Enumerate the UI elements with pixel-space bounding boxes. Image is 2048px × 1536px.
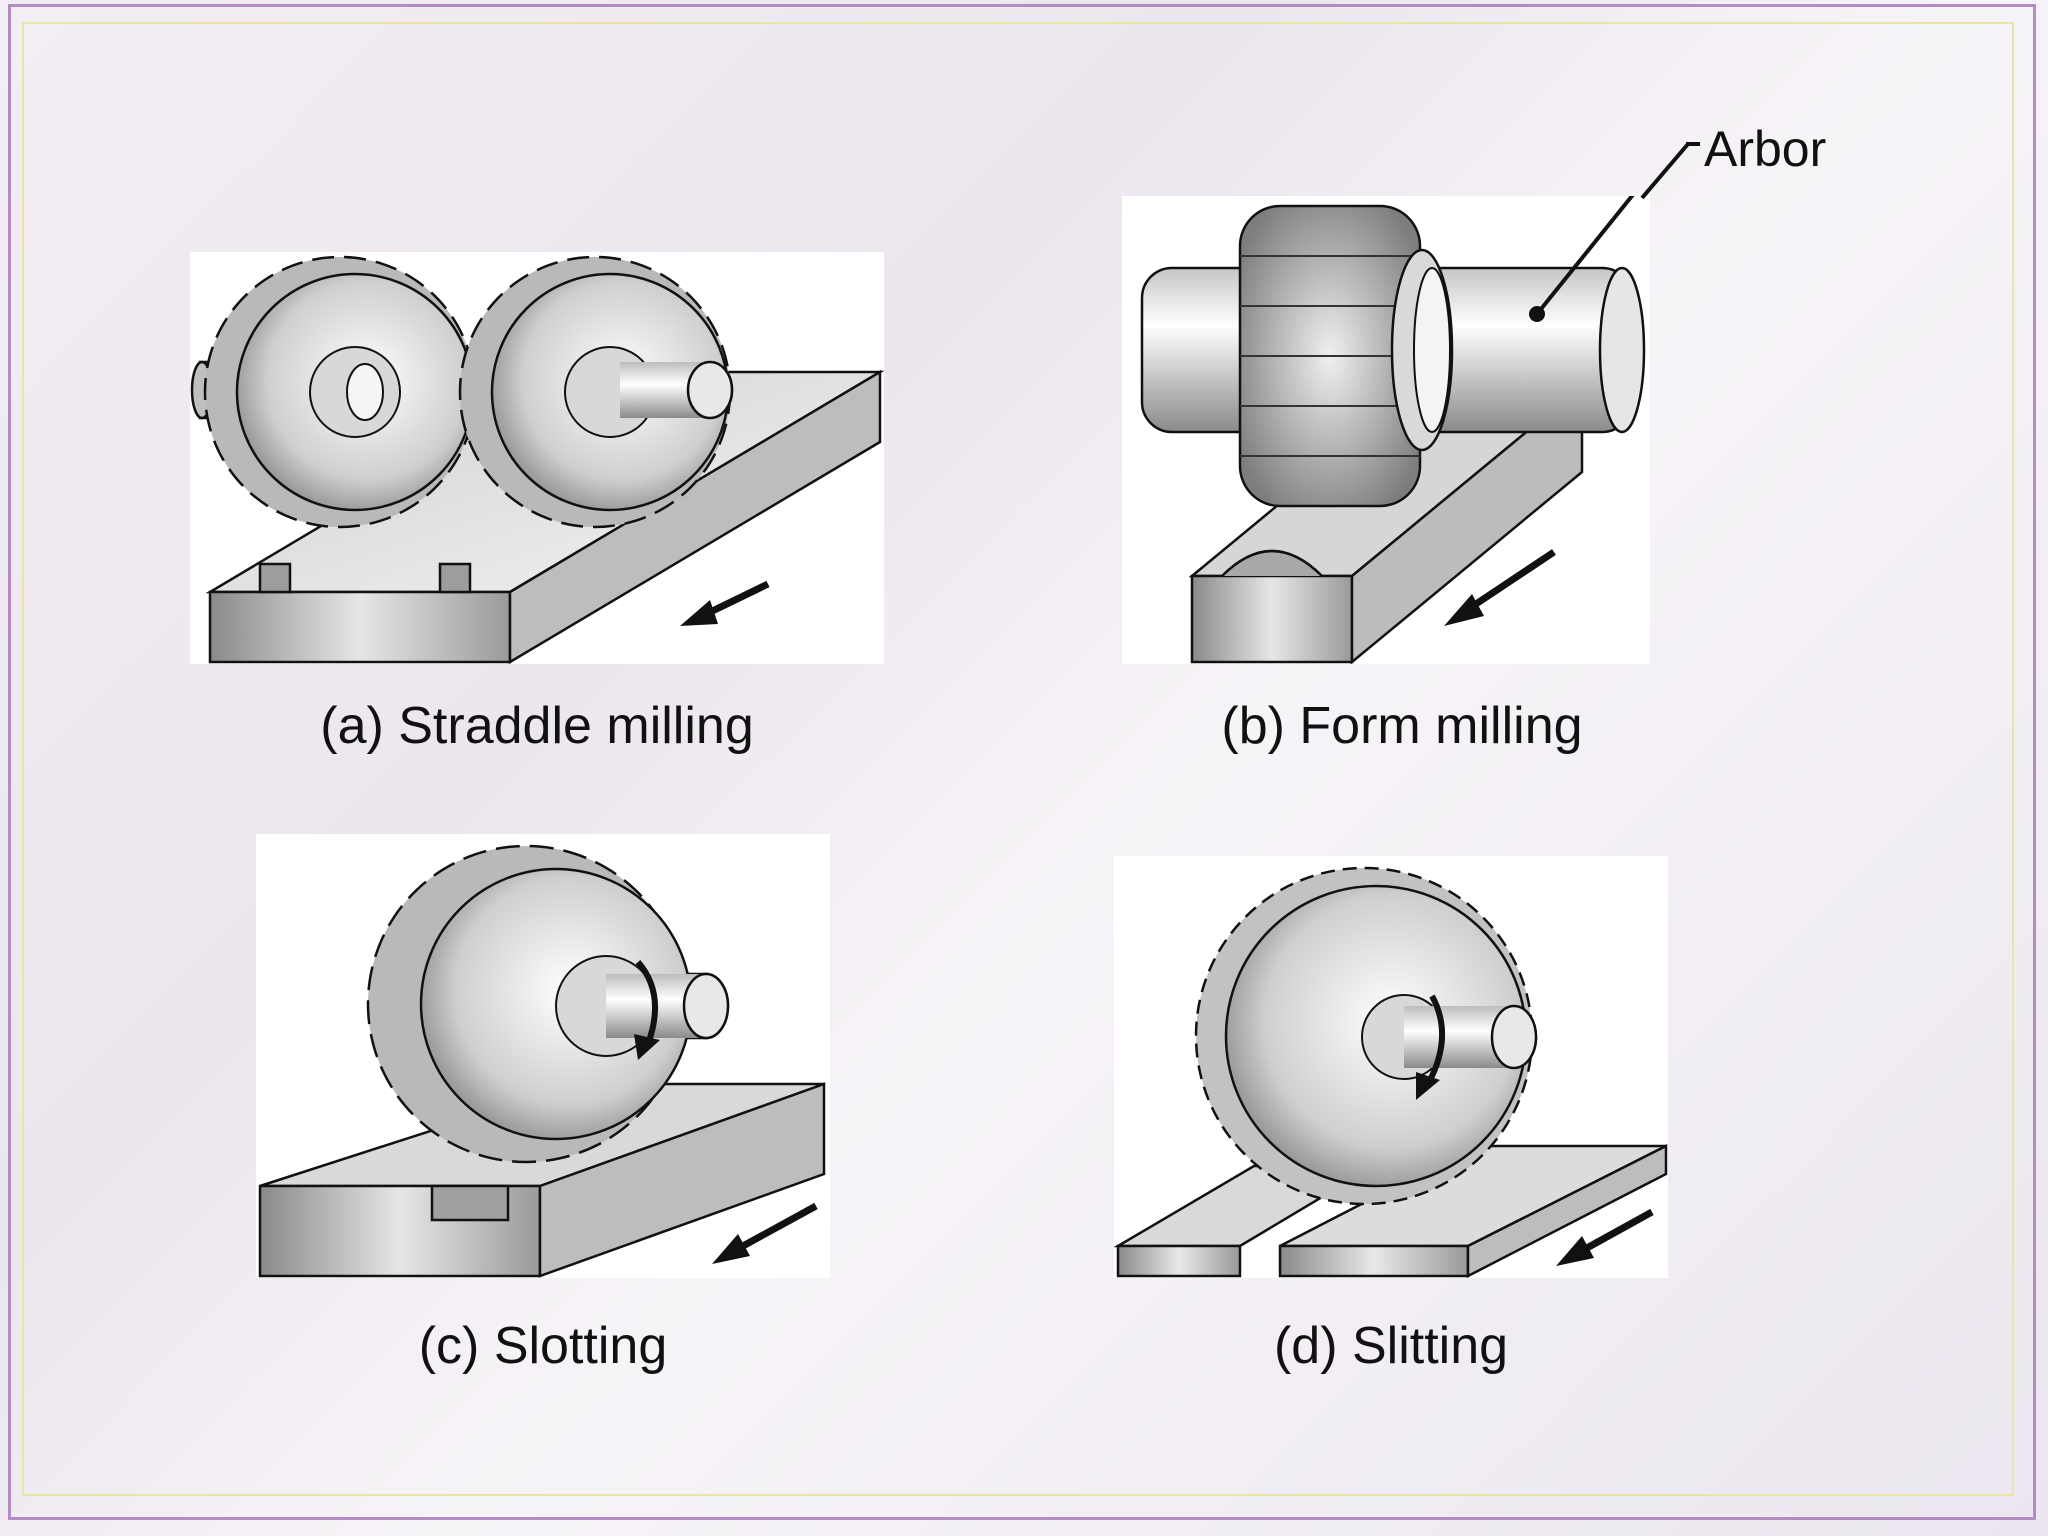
panel-form-milling <box>1122 196 1650 664</box>
arbor-leader-top <box>1640 142 1700 200</box>
cutter-left <box>203 255 477 529</box>
form-milling-illustration <box>1140 196 1646 664</box>
rotation-arrow <box>1416 994 1445 1100</box>
feed-direction-arrow <box>1444 549 1556 626</box>
caption-form-milling: (b) Form milling <box>1221 697 1583 755</box>
caption-slotting: (c) Slotting <box>418 1317 668 1375</box>
slotting-illustration <box>258 844 826 1278</box>
panel-slotting <box>256 834 830 1278</box>
rotation-arrow <box>634 960 660 1060</box>
slide-frame <box>8 4 2036 1520</box>
arbor-label: Arbor <box>1704 121 1827 177</box>
straddle-milling-illustration <box>190 255 884 664</box>
feed-direction-arrow <box>1556 1208 1654 1266</box>
caption-straddle-milling: (a) Straddle milling <box>320 697 754 755</box>
slotting-cutter <box>366 844 730 1164</box>
slide-inner-frame <box>22 22 2014 1496</box>
caption-slitting: (d) Slitting <box>1273 1317 1509 1375</box>
callout-leader <box>1529 196 1635 322</box>
cutter-right <box>458 255 734 529</box>
slitting-illustration <box>1114 866 1668 1278</box>
slitting-saw <box>1194 866 1538 1206</box>
feed-direction-arrow <box>712 1202 818 1264</box>
form-cutter <box>1238 204 1454 508</box>
panel-straddle-milling <box>190 252 884 664</box>
panel-slitting <box>1114 856 1668 1278</box>
feed-direction-arrow <box>680 580 770 626</box>
